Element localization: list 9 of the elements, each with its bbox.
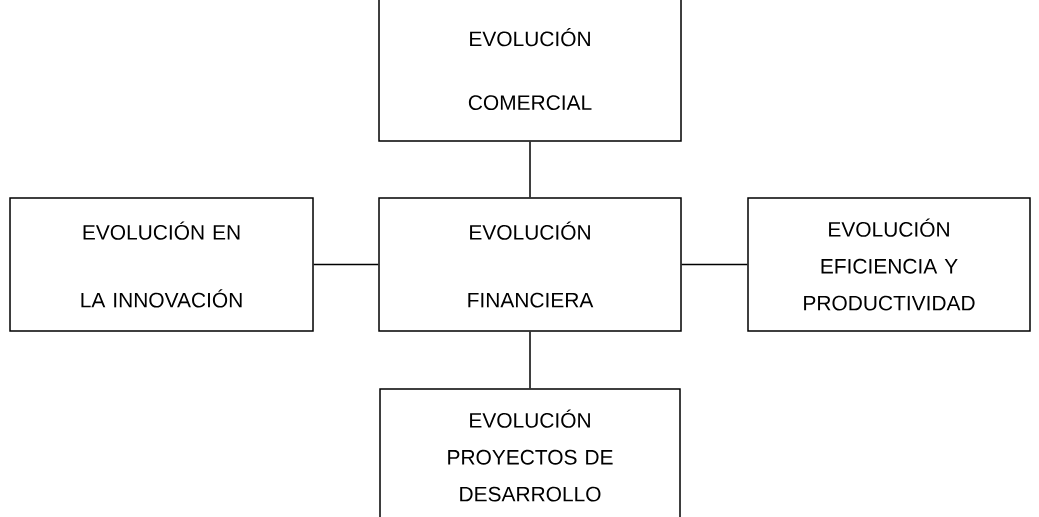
connector-line (529, 141, 531, 198)
text-box: EVOLUCIÓN FINANCIERA (378, 197, 682, 332)
text-box: EVOLUCIÓN EFICIENCIA Y PRODUCTIVIDAD (747, 197, 1031, 332)
connector-line (313, 263, 379, 266)
text-box: EVOLUCIÓN EN LA INNOVACIÓN (9, 197, 314, 332)
connector-line (681, 263, 748, 266)
text-box: EVOLUCIÓN PROYECTOS DE DESARROLLO (379, 388, 681, 517)
connector-line (529, 331, 531, 389)
text-box: EVOLUCIÓN COMERCIAL (378, 0, 682, 142)
